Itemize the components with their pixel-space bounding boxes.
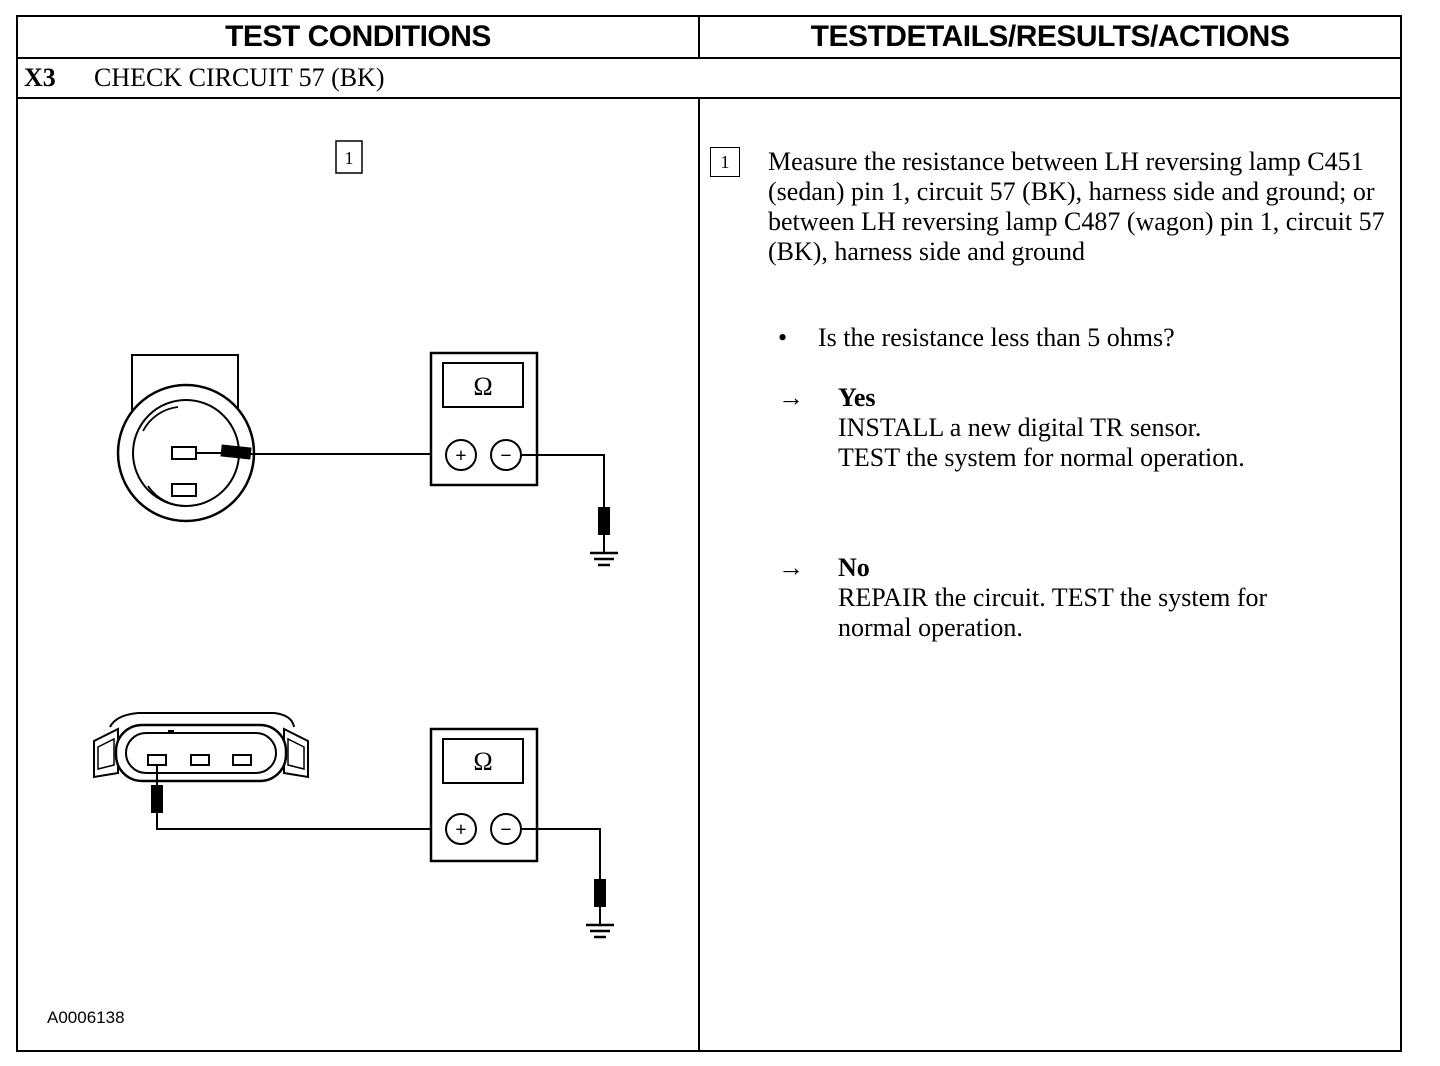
test-table: TEST CONDITIONS TESTDETAILS/RESULTS/ACTI… bbox=[16, 15, 1402, 1052]
meter-bottom-plus: + bbox=[455, 819, 466, 841]
yes-line-1: INSTALL a new digital TR sensor. bbox=[838, 413, 1202, 442]
yes-line-2: TEST the system for normal operation. bbox=[838, 443, 1245, 472]
flat-connector-c487 bbox=[93, 712, 309, 783]
no-arrow: → bbox=[778, 553, 804, 582]
meter-bottom-omega: Ω bbox=[473, 747, 492, 776]
multimeter-bottom: Ω + − bbox=[429, 727, 539, 863]
multimeter-top: Ω + − bbox=[429, 351, 539, 487]
meter-bottom-minus: − bbox=[500, 819, 511, 841]
figure-id: A0006138 bbox=[47, 1008, 125, 1027]
no-line-2: normal operation. bbox=[838, 613, 1023, 642]
step-row: X3 CHECK CIRCUIT 57 (BK) bbox=[18, 59, 1400, 99]
header-test-details: TESTDETAILS/RESULTS/ACTIONS bbox=[700, 17, 1400, 59]
header-test-conditions: TEST CONDITIONS bbox=[18, 17, 700, 59]
question-bullet: • bbox=[778, 323, 788, 352]
probe-bottom bbox=[151, 765, 446, 830]
meter-top-plus: + bbox=[455, 445, 466, 467]
yes-arrow: → bbox=[778, 383, 804, 412]
test-figure: 1 Ω bbox=[18, 101, 698, 1050]
ground-lead-bottom bbox=[521, 828, 614, 939]
question-text: Is the resistance less than 5 ohms? bbox=[818, 323, 1175, 352]
test-details: 1 Measure the resistance between LH reve… bbox=[700, 101, 1400, 1050]
no-line-1: REPAIR the circuit. TEST the system for bbox=[838, 583, 1268, 612]
yes-result: Yes INSTALL a new digital TR sensor. TES… bbox=[838, 383, 1245, 473]
instruction-text: Measure the resistance between LH revers… bbox=[768, 147, 1385, 266]
details-callout: 1 bbox=[710, 147, 740, 177]
meter-top-omega: Ω bbox=[473, 372, 492, 401]
ground-lead-top bbox=[521, 454, 618, 567]
no-result: No REPAIR the circuit. TEST the system f… bbox=[838, 553, 1267, 643]
round-connector-c451 bbox=[116, 354, 256, 523]
yes-label: Yes bbox=[838, 383, 876, 412]
wiring-diagram: 1 Ω bbox=[93, 140, 618, 939]
step-title: CHECK CIRCUIT 57 (BK) bbox=[94, 63, 385, 92]
step-id: X3 bbox=[24, 63, 56, 92]
no-label: No bbox=[838, 553, 870, 582]
meter-top-minus: − bbox=[500, 445, 511, 467]
probe-top bbox=[196, 444, 252, 460]
figure-callout-label: 1 bbox=[345, 148, 354, 168]
column-divider bbox=[698, 99, 700, 1050]
figure-callout: 1 bbox=[335, 140, 363, 174]
